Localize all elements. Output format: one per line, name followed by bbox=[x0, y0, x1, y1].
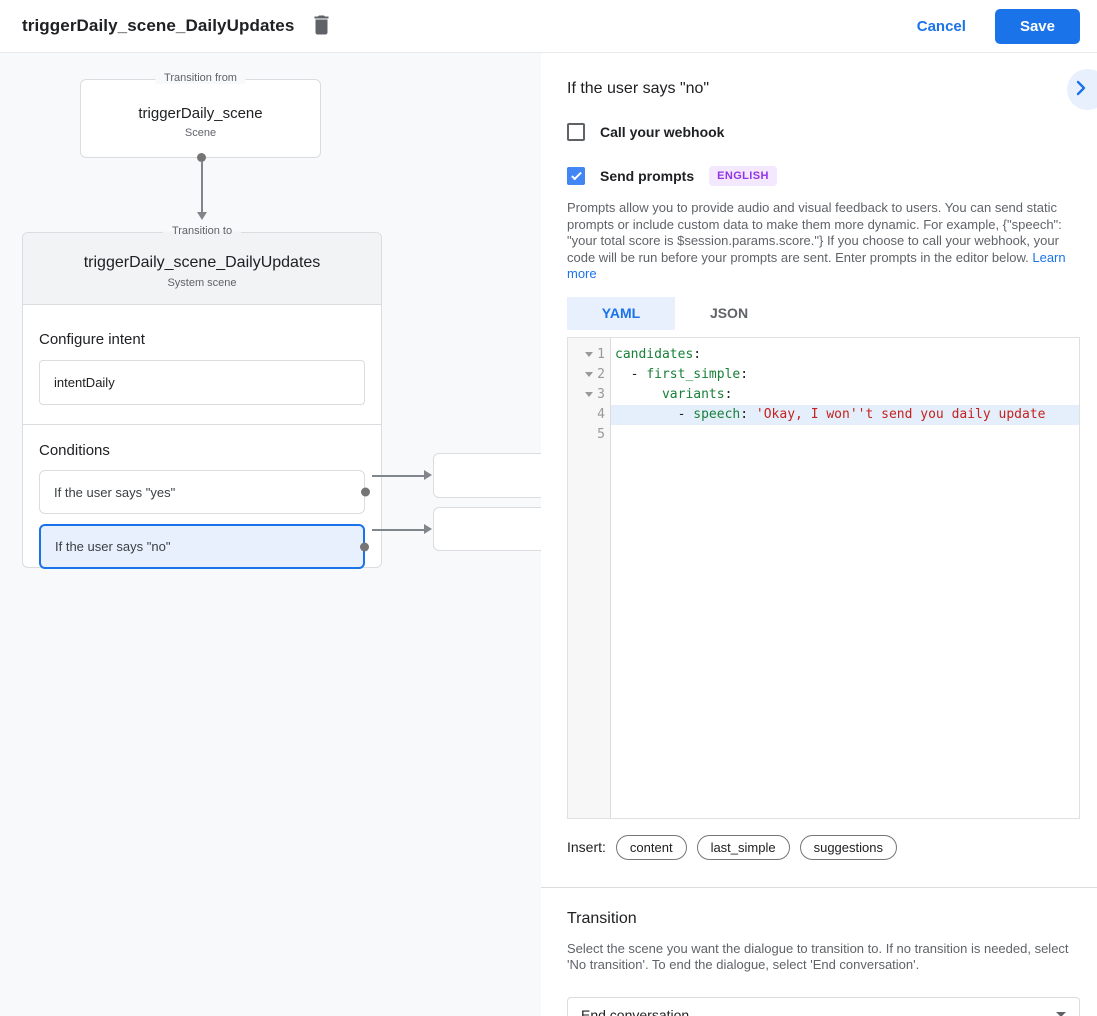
code-line-5 bbox=[611, 425, 1079, 445]
transition-to-legend: Transition to bbox=[162, 225, 242, 237]
line-number: 4 bbox=[597, 407, 605, 422]
condition-row-no[interactable]: If the user says "no" bbox=[39, 524, 369, 569]
yaml-code-editor: 1 2 3 4 5 candidates: - first_simple: bbox=[567, 336, 1080, 819]
gutter-row: 4 bbox=[568, 405, 610, 425]
code-line-3: variants: bbox=[661, 386, 733, 402]
flow-arrow-no bbox=[372, 524, 432, 535]
connector-dot bbox=[360, 542, 369, 551]
divider bbox=[541, 886, 1097, 888]
editor-gutter: 1 2 3 4 5 bbox=[568, 337, 611, 818]
to-scene-name: triggerDaily_scene_DailyUpdates bbox=[83, 254, 321, 271]
insert-row: Insert: content last_simple suggestions bbox=[567, 834, 1080, 860]
transition-select[interactable]: End conversation bbox=[567, 996, 1080, 1016]
webhook-row: Call your webhook bbox=[567, 123, 1080, 141]
call-webhook-label: Call your webhook bbox=[600, 124, 725, 140]
transition-description: Select the scene you want the dialogue t… bbox=[567, 940, 1069, 973]
cancel-button[interactable]: Cancel bbox=[916, 17, 966, 35]
transition-to-box[interactable]: Transition to triggerDaily_scene_DailyUp… bbox=[22, 225, 382, 569]
call-webhook-checkbox[interactable] bbox=[567, 123, 585, 141]
gutter-row: 1 bbox=[568, 345, 610, 365]
intent-input[interactable] bbox=[39, 360, 365, 405]
save-button[interactable]: Save bbox=[994, 8, 1080, 44]
fold-icon[interactable] bbox=[585, 392, 594, 397]
from-scene-type: Scene bbox=[184, 126, 217, 139]
transition-from-legend: Transition from bbox=[155, 72, 246, 84]
transition-from-box[interactable]: Transition from triggerDaily_scene Scene bbox=[80, 72, 321, 158]
send-prompts-row: Send prompts ENGLISH bbox=[567, 166, 1080, 186]
chevron-right-icon bbox=[1076, 80, 1086, 99]
send-prompts-label: Send prompts bbox=[600, 168, 695, 184]
configure-intent-label: Configure intent bbox=[39, 331, 145, 348]
tab-yaml[interactable]: YAML bbox=[567, 296, 675, 330]
to-scene-header: triggerDaily_scene_DailyUpdates System s… bbox=[23, 233, 381, 305]
page-title: triggerDaily_scene_DailyUpdates bbox=[22, 16, 295, 35]
send-prompts-checkbox[interactable] bbox=[567, 167, 585, 185]
top-bar: triggerDaily_scene_DailyUpdates Cancel S… bbox=[0, 0, 1097, 53]
connector-dot bbox=[361, 487, 370, 497]
editor-tabs: YAML JSON bbox=[567, 296, 1080, 330]
code-line-4-highlighted: - speech: 'Okay, I won''t send you daily… bbox=[611, 404, 1079, 425]
code-area[interactable]: candidates: - first_simple: variants: - … bbox=[611, 338, 1079, 818]
line-number: 2 bbox=[597, 367, 605, 382]
gutter-row: 2 bbox=[568, 365, 610, 385]
condition-detail-panel: If the user says "no" Call your webhook … bbox=[541, 53, 1097, 1016]
from-scene-name: triggerDaily_scene bbox=[138, 104, 263, 122]
code-line-1: candidates: bbox=[615, 346, 702, 362]
fold-icon[interactable] bbox=[585, 352, 594, 357]
handler-stub-box-yes[interactable] bbox=[433, 453, 541, 498]
condition-yes-label: If the user says "yes" bbox=[54, 484, 176, 500]
arrowhead-icon bbox=[424, 470, 432, 480]
delete-scene-button[interactable] bbox=[313, 14, 330, 38]
flow-arrow-down bbox=[196, 153, 207, 220]
language-badge: ENGLISH bbox=[709, 166, 777, 186]
flow-arrow-yes bbox=[372, 470, 432, 481]
collapse-panel-button[interactable] bbox=[1067, 69, 1097, 110]
line-number: 3 bbox=[597, 387, 605, 402]
gutter-row: 3 bbox=[568, 385, 610, 405]
handler-stub-box-no[interactable] bbox=[433, 507, 541, 551]
fold-icon[interactable] bbox=[585, 372, 594, 377]
panel-header: If the user says "no" bbox=[567, 53, 1097, 110]
gutter-row: 5 bbox=[568, 425, 610, 445]
scene-flow-canvas: Transition from triggerDaily_scene Scene… bbox=[0, 53, 541, 1016]
check-icon bbox=[570, 169, 582, 180]
divider bbox=[23, 424, 381, 425]
to-scene-type: System scene bbox=[167, 277, 237, 289]
conditions-label: Conditions bbox=[39, 442, 110, 459]
code-line-2: - first_simple: bbox=[615, 366, 749, 382]
arrowhead-icon bbox=[196, 212, 207, 220]
tab-json[interactable]: JSON bbox=[709, 305, 749, 321]
insert-chip-last-simple[interactable]: last_simple bbox=[696, 834, 790, 860]
insert-label: Insert: bbox=[567, 839, 606, 855]
insert-chip-content[interactable]: content bbox=[615, 834, 687, 860]
to-scene-body: Configure intent Conditions If the user … bbox=[23, 331, 381, 569]
condition-no-label: If the user says "no" bbox=[55, 539, 171, 554]
transition-section-title: Transition bbox=[567, 909, 637, 927]
prompts-description: Prompts allow you to provide audio and v… bbox=[567, 200, 1066, 282]
insert-chip-suggestions[interactable]: suggestions bbox=[799, 834, 897, 860]
panel-title: If the user says "no" bbox=[567, 80, 710, 97]
learn-more-link[interactable]: Learn more bbox=[567, 249, 1066, 282]
transition-select-value: End conversation bbox=[581, 1006, 690, 1016]
line-number: 1 bbox=[597, 347, 605, 362]
trash-icon bbox=[313, 14, 330, 38]
arrowhead-icon bbox=[424, 524, 432, 534]
line-number: 5 bbox=[597, 427, 605, 442]
dropdown-arrow-icon bbox=[1056, 1012, 1066, 1016]
condition-row-yes[interactable]: If the user says "yes" bbox=[39, 470, 370, 514]
connector-dot bbox=[197, 153, 206, 162]
